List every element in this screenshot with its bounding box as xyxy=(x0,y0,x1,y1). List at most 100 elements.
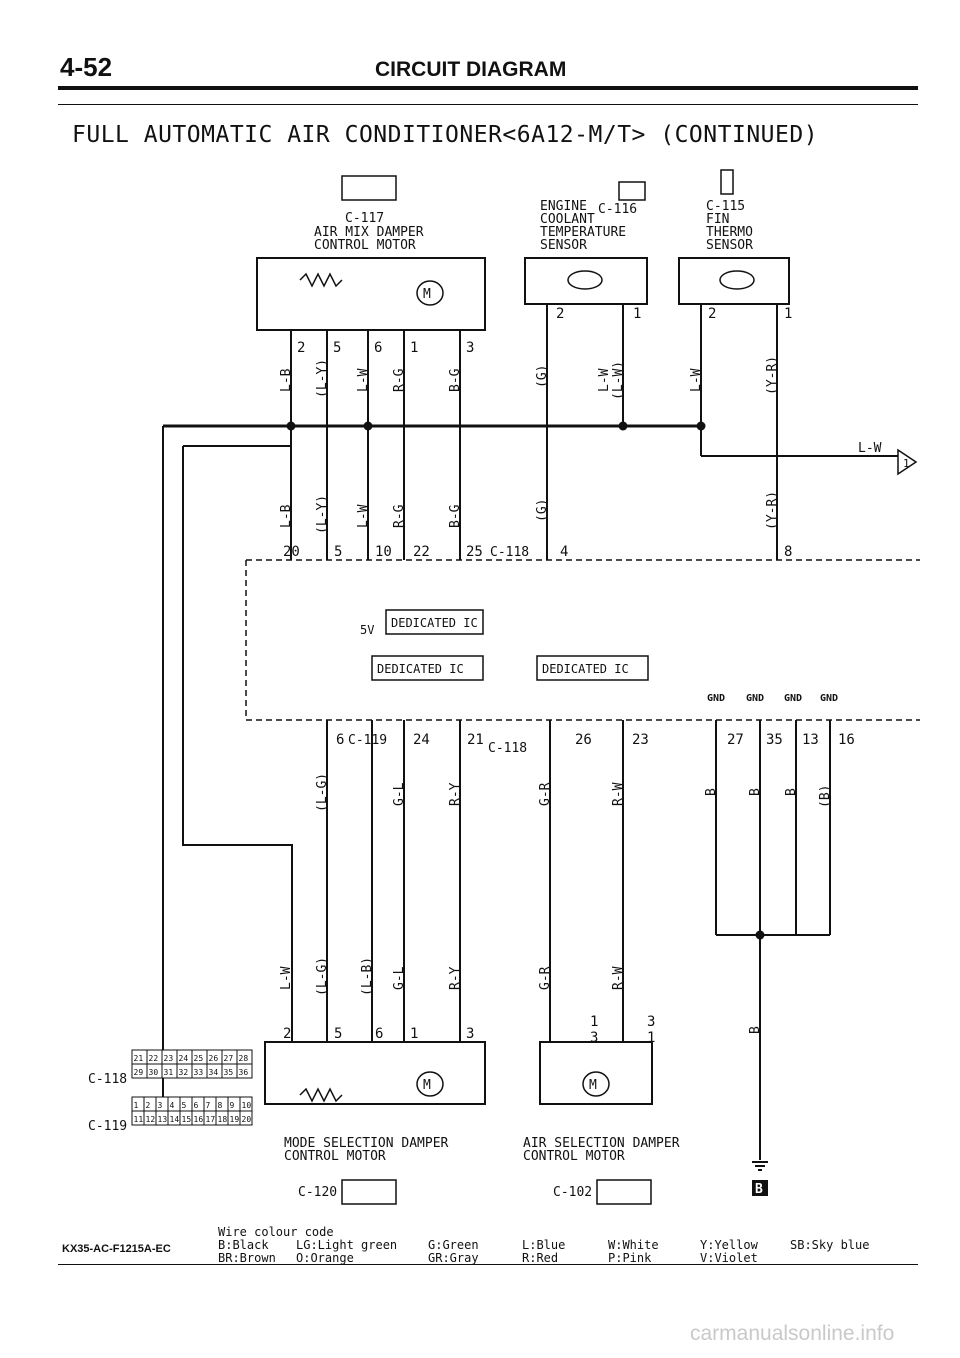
connector-pin-label: 28 xyxy=(239,1054,249,1063)
unit-upper-wire: B-G xyxy=(448,504,463,528)
legend-col: SB:Sky blue xyxy=(790,1239,869,1252)
legend-entry: BR:Brown xyxy=(218,1251,276,1265)
connector-pin-label: 31 xyxy=(164,1068,174,1077)
c115-id: C-115 xyxy=(706,199,745,214)
unit-upper-wire: L-B xyxy=(279,504,294,528)
c117-terminal: 6 xyxy=(374,340,382,356)
c120-label: CONTROL MOTOR xyxy=(284,1149,386,1164)
connector-pin-label: 36 xyxy=(239,1068,249,1077)
c102-id: C-102 xyxy=(553,1185,592,1200)
lw-tag: L-W xyxy=(858,441,882,456)
c117-label: CONTROL MOTOR xyxy=(314,238,416,253)
c117-housing xyxy=(256,257,486,331)
c117-terminal: 5 xyxy=(333,340,341,356)
c115-label: THERMO xyxy=(706,225,753,240)
c115-wire: L-W xyxy=(689,368,704,392)
c102-terminal: 3 xyxy=(647,1014,655,1030)
c102-label: CONTROL MOTOR xyxy=(523,1149,625,1164)
connector-pin-label: 1 xyxy=(134,1101,139,1110)
c115-label: FIN xyxy=(706,212,729,227)
connector-pin-label: 2 xyxy=(146,1101,151,1110)
junction-dots xyxy=(286,421,765,940)
unit-lower-pin: 26 xyxy=(575,732,592,748)
ground-ref: B xyxy=(755,1182,763,1197)
connector-pin-label: 24 xyxy=(179,1054,189,1063)
unit-lower-wire: B xyxy=(748,788,763,796)
c120-wire: (L-G) xyxy=(315,957,330,996)
c102-housing xyxy=(539,1041,653,1105)
legend-entry: LG:Light green xyxy=(296,1238,398,1252)
diagram-subtitle: FULL AUTOMATIC AIR CONDITIONER<6A12-M/T>… xyxy=(72,122,819,148)
connector-pin-label: 5 xyxy=(182,1101,187,1110)
c116-wire: (L-W) xyxy=(611,361,626,400)
c102-wire: G-R xyxy=(538,966,553,990)
supply-voltage: 5V xyxy=(360,623,374,637)
connector-pin-cell xyxy=(239,1110,253,1126)
connector-pin-label: 18 xyxy=(218,1115,228,1124)
c116-wire: L-W xyxy=(597,368,612,392)
footer-rule xyxy=(58,1264,918,1265)
header-rule xyxy=(58,86,918,90)
c120-wire: G-L xyxy=(392,966,407,990)
unit-lower-wire: B xyxy=(704,788,719,796)
connector-pin-label: 23 xyxy=(164,1054,174,1063)
c116-housing xyxy=(524,257,648,305)
legend-entry: R:Red xyxy=(522,1251,559,1265)
ic-label: DEDICATED IC xyxy=(542,662,629,676)
c102-terminal: 1 xyxy=(647,1030,655,1046)
c119-id: C-119 xyxy=(88,1119,127,1134)
legend-entry: L:Blue xyxy=(522,1238,566,1252)
gnd-label: GND xyxy=(707,693,725,704)
legend-entry: SB:Sky blue xyxy=(790,1238,870,1252)
unit-lower-pin: 16 xyxy=(838,732,855,748)
legend-entry: GR:Gray xyxy=(428,1251,479,1265)
legend-entry: P:Pink xyxy=(608,1251,652,1265)
wiring xyxy=(162,257,920,1171)
legend-col: Y:Yellow V:Violet xyxy=(700,1239,758,1265)
connector-pin-label: 34 xyxy=(209,1068,219,1077)
unit-lower-wire: R-W xyxy=(611,782,626,806)
connector-pin-label: 12 xyxy=(146,1115,156,1124)
legend-entry: W:White xyxy=(608,1238,659,1252)
c117-terminal: 2 xyxy=(297,340,305,356)
c115-wire: (Y-R) xyxy=(765,356,780,395)
connector-pin-label: 8 xyxy=(218,1101,223,1110)
watermark: carmanualsonline.info xyxy=(690,1322,895,1345)
unit-upper-wire: (Y-R) xyxy=(765,491,780,530)
ic-label: DEDICATED IC xyxy=(377,662,464,676)
connector-pin-label: 30 xyxy=(149,1068,159,1077)
ground-wire: B xyxy=(748,1026,763,1034)
unit-upper-wire: (G) xyxy=(535,499,550,522)
c120-terminal: 5 xyxy=(334,1026,342,1042)
connector-pin-label: 11 xyxy=(134,1115,144,1124)
motor-m-glyph: M xyxy=(423,287,431,302)
unit-lower-wire: G-R xyxy=(538,782,553,806)
unit-lower-pin: 6 xyxy=(336,732,344,748)
connector-pin-label: 15 xyxy=(182,1115,192,1124)
c117-wire: L-W xyxy=(356,368,371,392)
legend-entry: O:Orange xyxy=(296,1251,354,1265)
connector-pin-label: 29 xyxy=(134,1068,144,1077)
unit-upper-pin: 22 xyxy=(413,544,430,560)
connector-pin-label: 10 xyxy=(242,1101,252,1110)
c102-label: AIR SELECTION DAMPER xyxy=(523,1136,680,1151)
document-code: KX35-AC-F1215A-EC xyxy=(62,1243,171,1255)
c115-terminal: 1 xyxy=(784,306,792,322)
c120-terminal: 2 xyxy=(283,1026,291,1042)
c120-wire: L-W xyxy=(279,966,294,990)
connector-pin-label: 27 xyxy=(224,1054,234,1063)
wire-colour-legend: Wire colour code xyxy=(218,1226,334,1239)
connector-pin-label: 21 xyxy=(134,1054,144,1063)
c117-wire: B-G xyxy=(448,368,463,392)
header-subrule xyxy=(58,104,918,105)
connector-pin-label: 32 xyxy=(179,1068,189,1077)
c116-terminal: 2 xyxy=(556,306,564,322)
c120-terminal: 3 xyxy=(466,1026,474,1042)
c120-id: C-120 xyxy=(298,1185,337,1200)
connector-pin-label: 25 xyxy=(194,1054,204,1063)
unit-upper-pin: 8 xyxy=(784,544,792,560)
c117-id: C-117 xyxy=(345,211,384,226)
unit-c119-ref: C-119 xyxy=(348,733,387,748)
connector-pin-label: 9 xyxy=(230,1101,235,1110)
